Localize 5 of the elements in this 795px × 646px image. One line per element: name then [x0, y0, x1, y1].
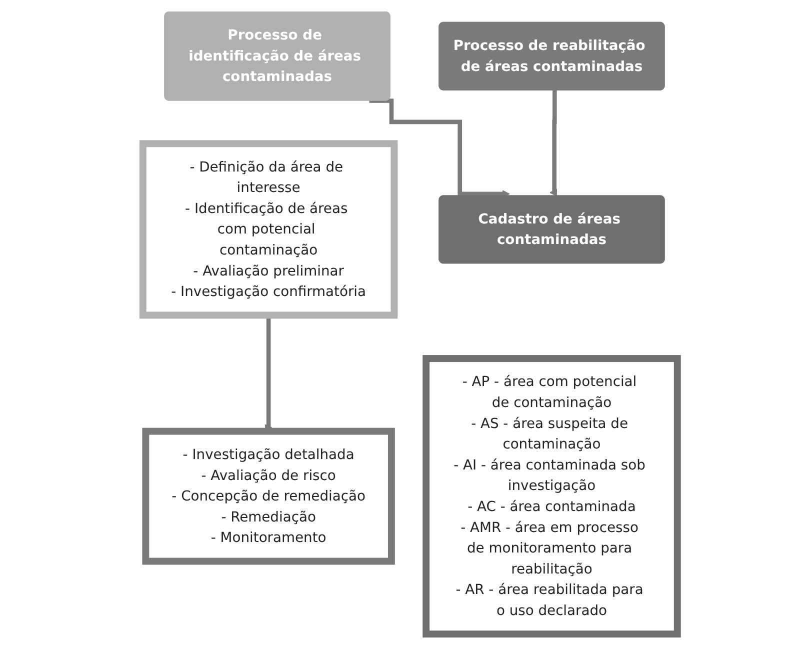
arrow — [370, 98, 510, 198]
node-box: - Definição da área de interesse - Identificação de áreas com potencial contaminação - Avaliação preliminar - Investigação confirmatória — [140, 140, 398, 319]
node-box: - Investigação detalhada - Avaliação de risco - Concepção de remediação - Remediação - Monitoramento — [142, 428, 396, 565]
node-box: - AP - área com potencial de contaminação - AS - área suspeita de contaminação - AI - área contaminada sob investigação - AC - área contaminada - AMR - área em processo de monitoramento para reabilitação - AR - área reabilitada para o uso declarado — [422, 355, 682, 638]
arrow — [550, 88, 558, 196]
